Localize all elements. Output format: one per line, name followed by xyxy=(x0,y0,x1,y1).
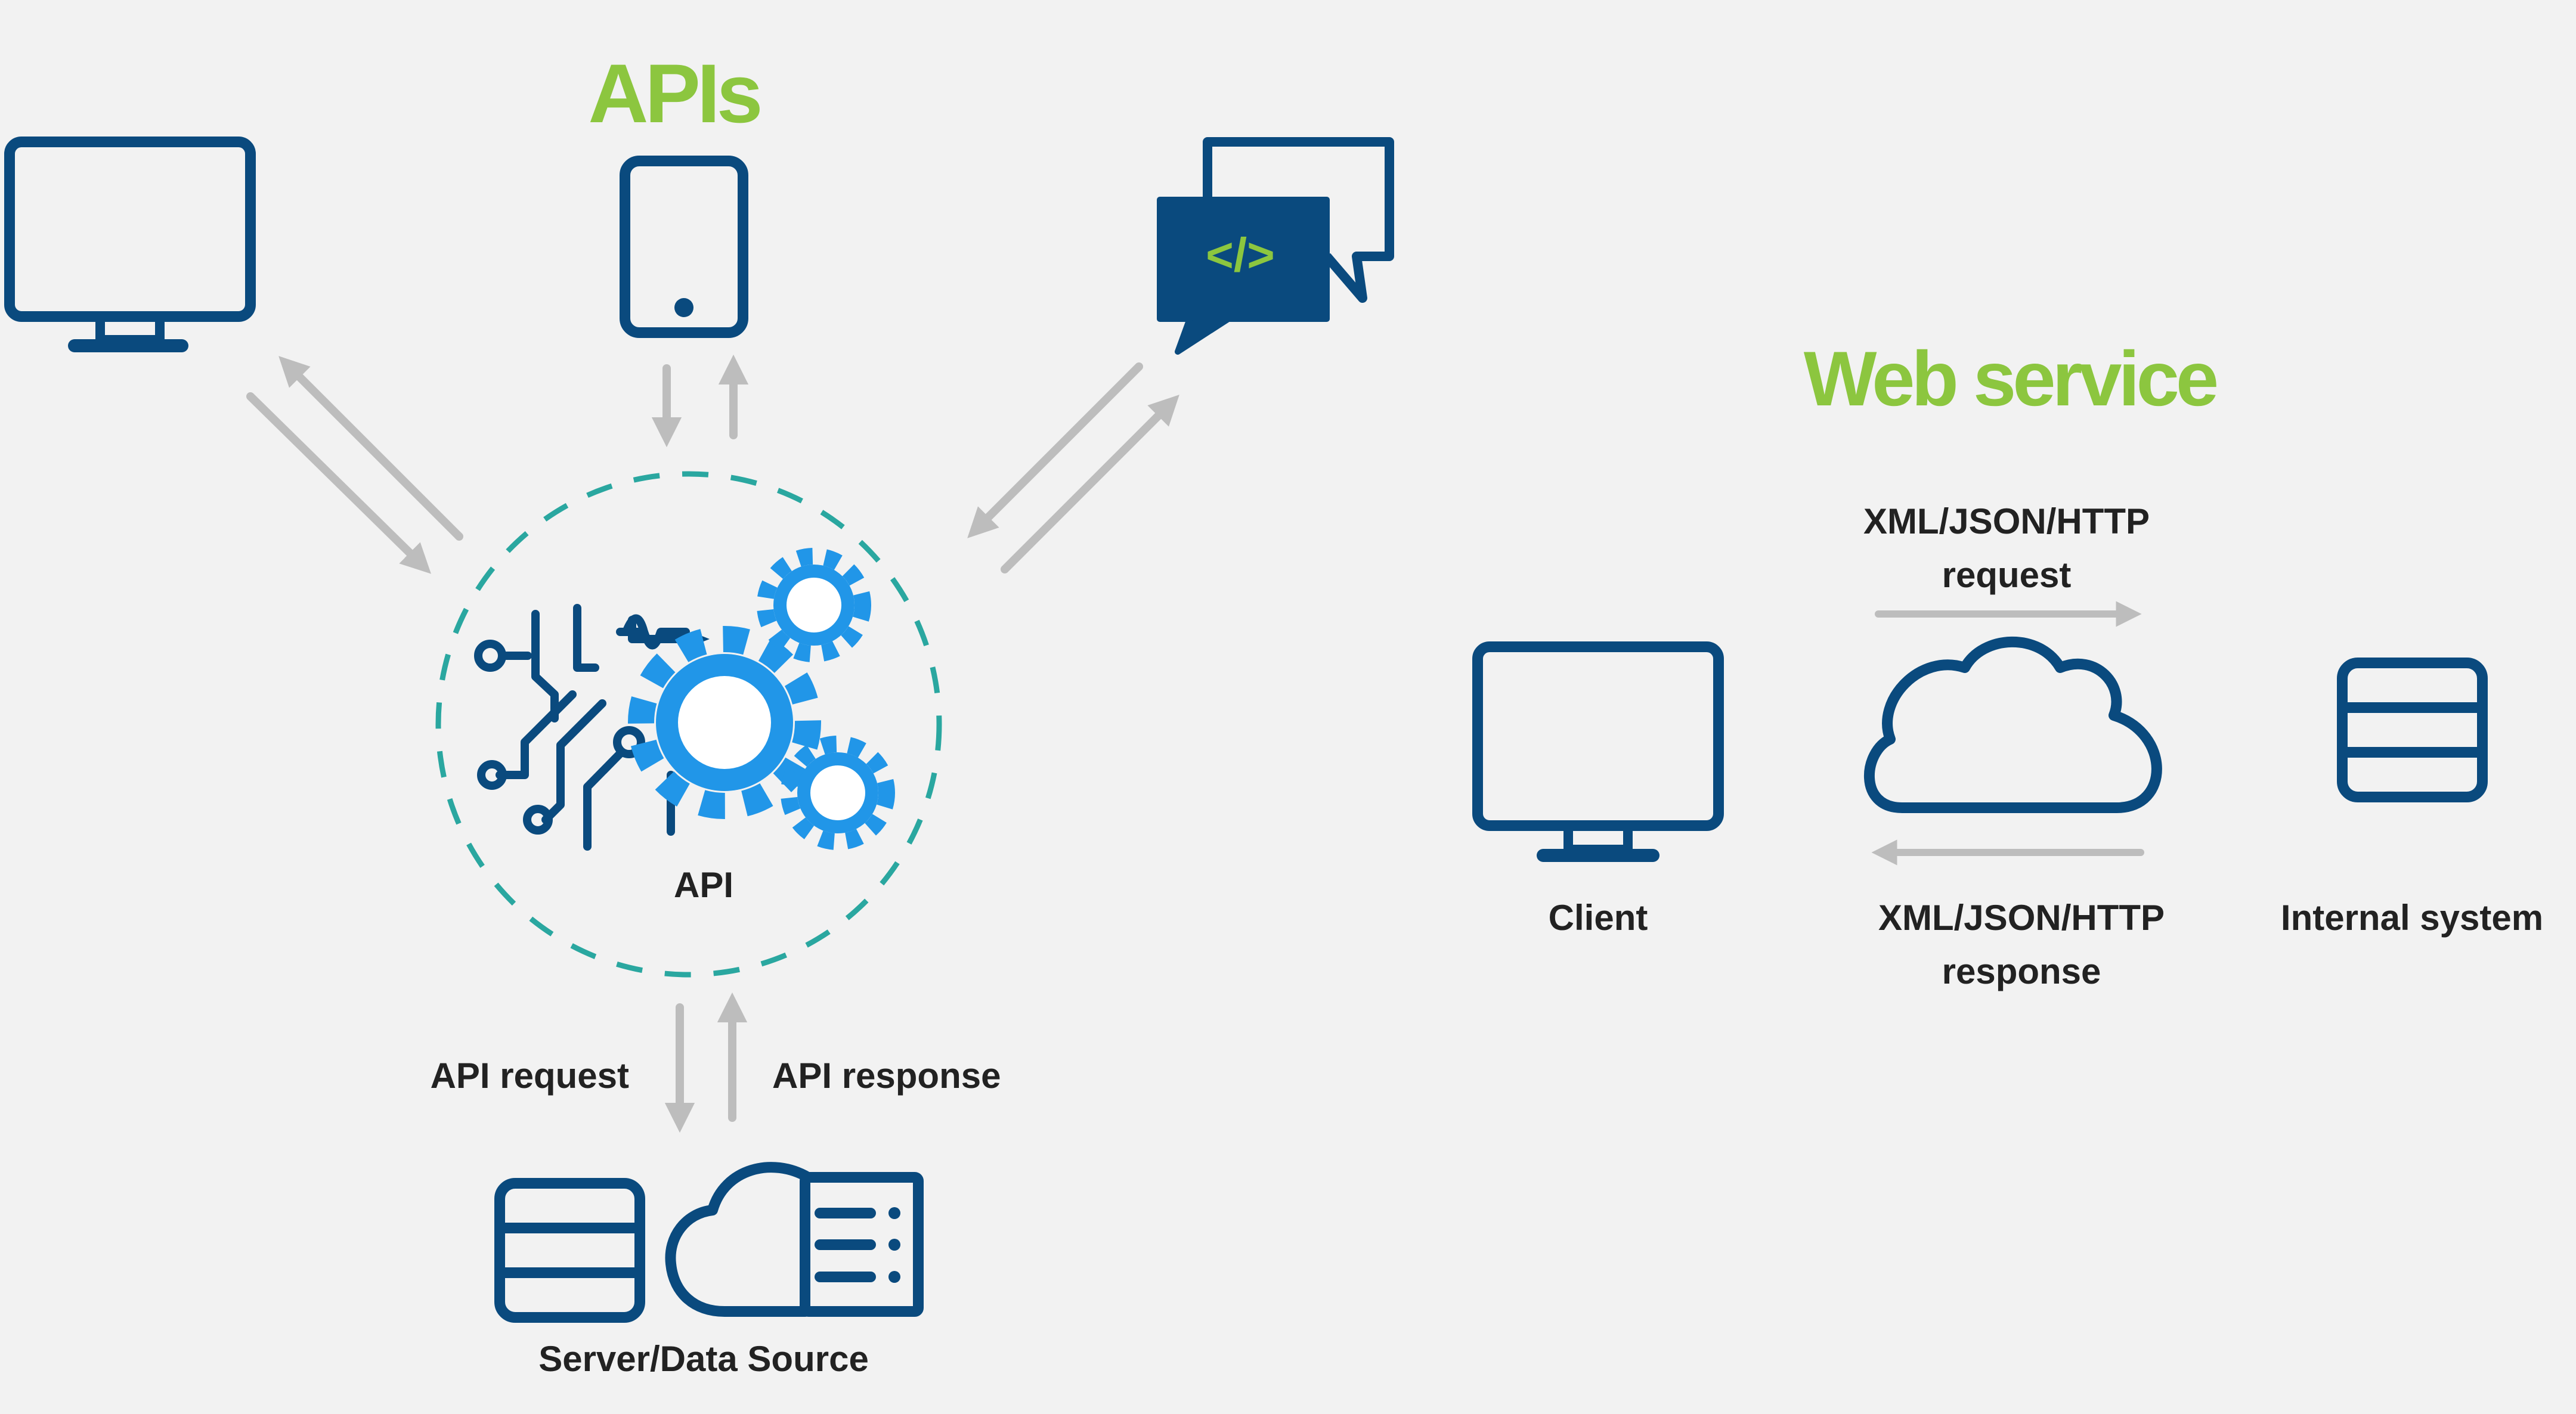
response-label-line1: XML/JSON/HTTP xyxy=(1878,898,2165,938)
database-icon xyxy=(494,1178,645,1323)
api-center-label: API xyxy=(674,865,733,905)
circuit-icon xyxy=(474,604,699,851)
response-label-line2: response xyxy=(1942,951,2101,991)
code-symbol: </> xyxy=(1206,228,1275,281)
server-status-dots xyxy=(888,1207,900,1283)
apis-title: APIs xyxy=(588,46,760,140)
cloud-server-icon xyxy=(665,1162,924,1317)
cloud-icon xyxy=(1863,636,2162,813)
api-request-label: API request xyxy=(431,1056,629,1096)
client-monitor-icon xyxy=(1472,641,1724,862)
small-gear-top-icon xyxy=(757,548,871,662)
small-gear-bottom-icon xyxy=(781,736,895,850)
code-chat-icon: </> xyxy=(1157,137,1394,355)
device-api-arrows xyxy=(246,354,1179,574)
api-hub-boundary xyxy=(435,471,942,978)
web-service-title: Web service xyxy=(1804,335,2216,422)
client-label: Client xyxy=(1549,898,1648,938)
api-request-response-arrows xyxy=(664,992,748,1133)
request-label-line1: XML/JSON/HTTP xyxy=(1863,501,2150,541)
desktop-monitor-icon xyxy=(4,137,256,352)
mobile-phone-icon xyxy=(620,156,748,338)
request-label-line2: request xyxy=(1942,555,2072,595)
internal-system-label: Internal system xyxy=(2281,898,2543,938)
large-gear-icon xyxy=(628,626,821,819)
server-data-source-label: Server/Data Source xyxy=(538,1339,869,1379)
api-response-label: API response xyxy=(772,1056,1001,1096)
internal-system-database-icon xyxy=(2337,658,2488,802)
